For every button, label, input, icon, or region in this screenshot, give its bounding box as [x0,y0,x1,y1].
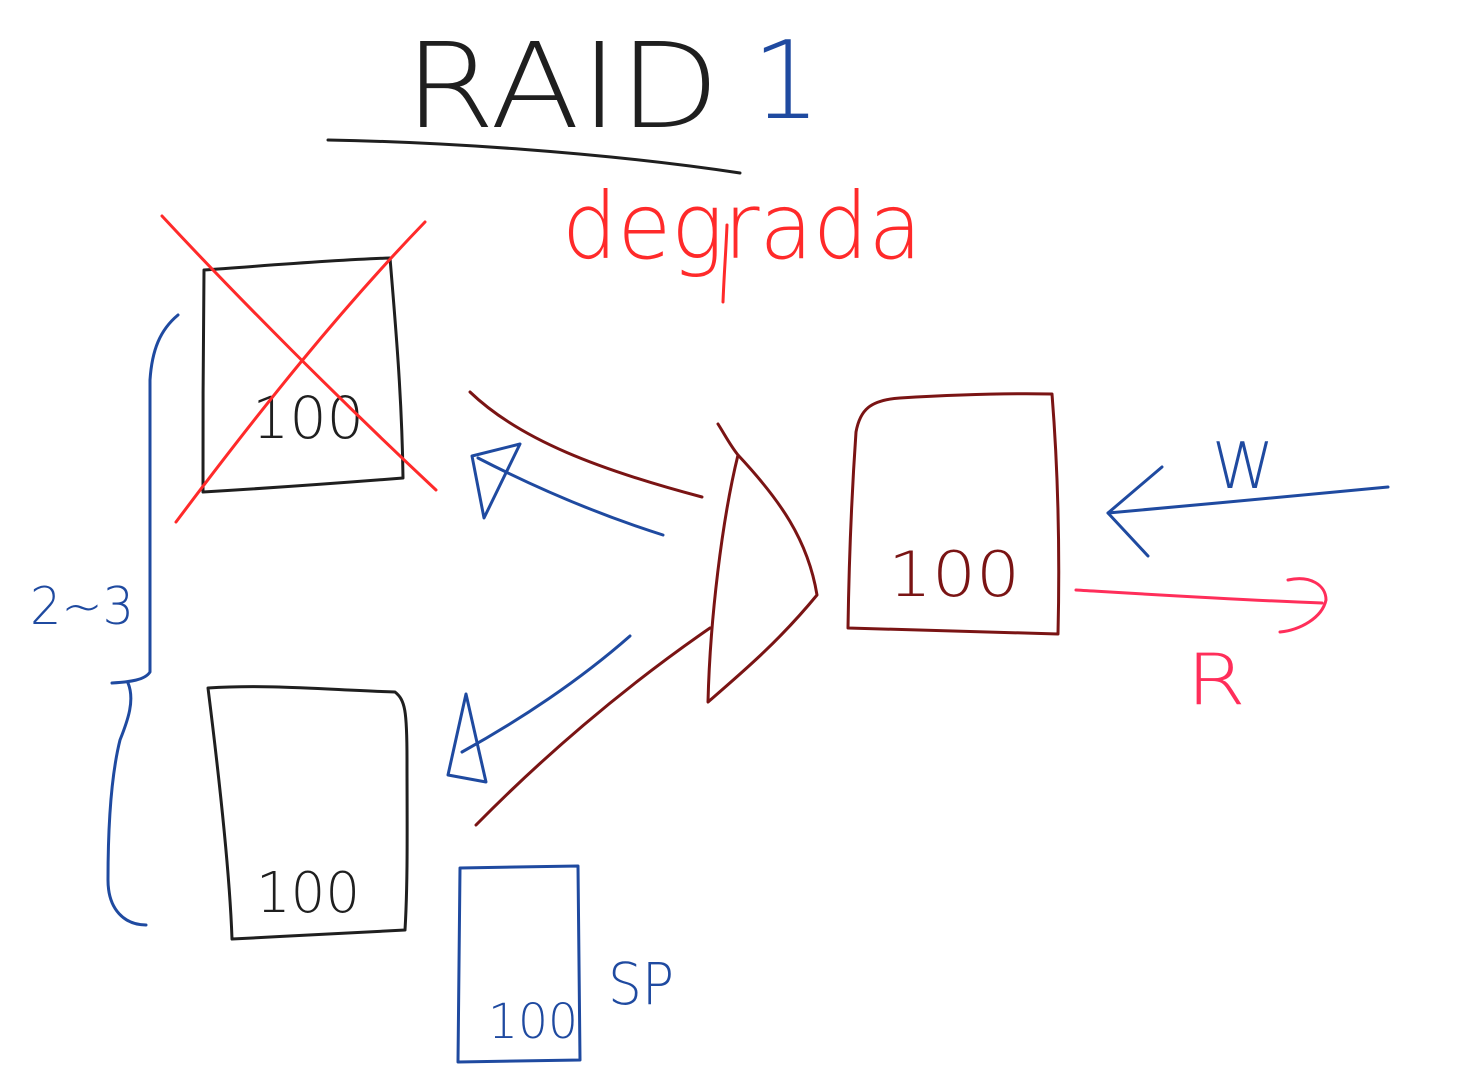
disk-1-failure-cross-a [160,214,438,492]
mirror-links [446,390,712,827]
disk-1-capacity: 100 [252,384,364,452]
logical-volume-box [846,392,1061,636]
spare-disk-tag: SP [608,950,674,1018]
read-arrow-shaft [1074,588,1324,605]
spare-disk-box [456,864,582,1064]
link-controller-disk-2 [474,626,712,827]
title-raid: RAID [404,17,720,155]
disk-2: 100 [206,685,409,941]
write-arrow-to-disk-1 [476,456,665,537]
brace-lower [106,681,148,927]
write-arrow-to-disk-2 [460,634,632,754]
logical-volume-capacity: 100 [888,538,1020,611]
disk-1-failed: 100 [160,214,438,524]
title-block: RAID 1 degrada [326,17,922,304]
read-arrow-head [1278,577,1328,634]
disk-2-box [206,685,409,941]
write-path: W [1106,430,1390,558]
logical-volume: 100 [846,392,1061,636]
disk-1-failure-cross-b [174,220,427,524]
disk-2-capacity: 100 [256,861,360,926]
write-arrow-shaft [1106,485,1390,515]
disk-group-count: 2~3 [30,577,134,637]
write-label: W [1212,430,1274,504]
title-underline [326,138,742,175]
write-arrowhead-disk-2 [446,692,488,784]
title-raid-level: 1 [752,19,821,144]
degraded-descender [721,223,729,304]
spare-disk-capacity: 100 [488,994,578,1050]
link-controller-disk-1 [468,390,704,499]
disk-1-box [201,256,405,494]
spare-disk: 100 SP [456,864,674,1064]
title-status-degraded: degrada [562,173,922,280]
write-arrowhead-disk-1 [470,442,522,520]
read-label: R [1186,639,1246,721]
raid-controller [706,422,819,704]
write-arrow-head [1106,465,1164,558]
read-path: R [1074,577,1328,721]
disk-group-brace: 2~3 [30,313,180,927]
brace-upper [110,313,180,685]
